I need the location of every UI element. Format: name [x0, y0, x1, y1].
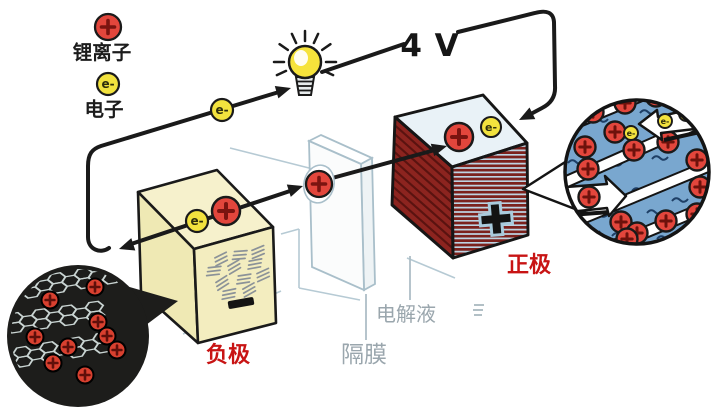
liquid-level-mark	[473, 304, 484, 316]
arrowhead-right	[286, 184, 303, 197]
arrowhead-right	[430, 143, 447, 157]
separator-label: 隔膜	[341, 342, 387, 368]
cathode-detail	[521, 98, 711, 246]
magnifier-ring	[563, 98, 711, 246]
electrolyte-label: 电解液	[376, 302, 436, 326]
arrowhead-to-positive	[519, 107, 536, 120]
wireframe-edge	[280, 228, 300, 235]
graphite-detail	[7, 265, 178, 407]
separator-face	[308, 139, 365, 292]
legend: 锂离子 电子	[73, 12, 132, 121]
bulb-base-threads	[296, 80, 314, 92]
free-electron	[623, 125, 639, 141]
wireframe-edge	[229, 147, 310, 169]
arrowhead-left	[119, 238, 136, 251]
bulb-rays	[272, 29, 338, 77]
electron-on-positive	[479, 115, 503, 139]
lithium-ion-in-separator	[304, 169, 334, 199]
light-bulb	[272, 29, 338, 96]
positive-electrode	[390, 93, 530, 260]
ion-on-arrow	[577, 185, 601, 209]
legend-electron-icon	[95, 71, 121, 97]
legend-electron-label: 电子	[84, 98, 123, 121]
positive-electrode-label: 正极	[507, 253, 552, 278]
electron-on-wire	[209, 97, 235, 123]
lithium-ion-on-negative	[210, 195, 242, 227]
circuit-wire-right	[456, 9, 558, 118]
negative-electrode-label: 负极	[206, 343, 251, 368]
circuit-wire-mid	[320, 42, 406, 74]
negative-terminal-minus	[227, 297, 255, 309]
separator-membrane	[306, 134, 376, 292]
anode-arrow-shaft	[124, 188, 294, 248]
bulb-highlight	[294, 50, 308, 66]
positive-left-face	[392, 117, 453, 258]
lithium-ion-on-positive	[443, 121, 475, 153]
arrowhead-to-bulb	[274, 86, 291, 99]
negative-front-face	[192, 225, 278, 345]
positive-terminal-plus	[477, 200, 515, 238]
legend-lithium-ion-icon	[93, 12, 123, 42]
external-circuit: 4 V	[86, 9, 558, 253]
wireframe-edge	[298, 287, 361, 301]
legend-lithium-ion-label: 锂离子	[73, 41, 132, 64]
electron-on-arrow	[657, 113, 673, 129]
wireframe-edge	[406, 257, 456, 279]
voltage-label: 4 V	[400, 28, 459, 64]
electron-on-negative	[184, 208, 210, 234]
circuit-wire-left	[86, 90, 281, 253]
